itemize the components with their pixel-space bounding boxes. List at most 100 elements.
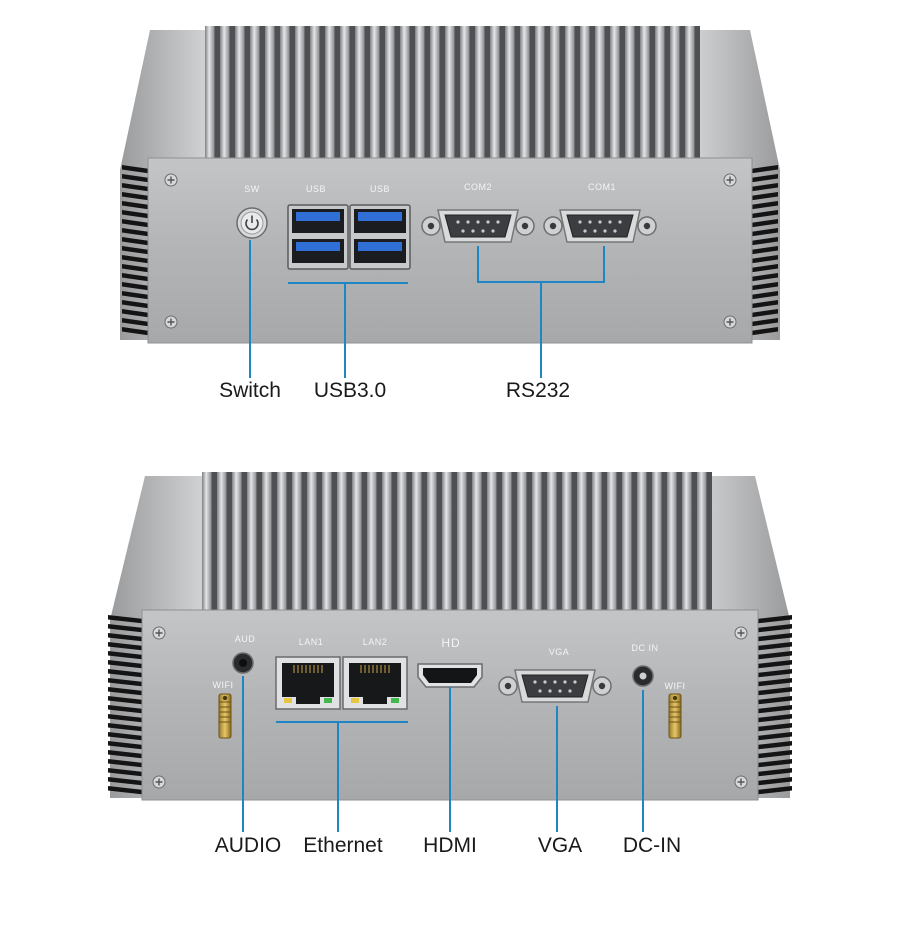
heatsink-gap bbox=[454, 26, 460, 160]
side-fin bbox=[108, 651, 144, 660]
heatsink-fin bbox=[232, 472, 242, 612]
heatsink-fin bbox=[625, 26, 635, 160]
heatsink-fin bbox=[277, 472, 287, 612]
heatsink-fin bbox=[667, 472, 677, 612]
side-fin bbox=[108, 759, 144, 768]
heatsink-fin bbox=[370, 26, 380, 160]
side-fin bbox=[756, 642, 792, 651]
heatsink-gap bbox=[391, 472, 397, 612]
side-fin bbox=[756, 678, 792, 687]
silk-label-hdmi: HD bbox=[441, 636, 460, 650]
wifi-antenna-right[interactable] bbox=[668, 693, 682, 739]
heatsink-fin bbox=[685, 26, 695, 160]
side-fin bbox=[750, 192, 778, 201]
ethernet-leader-line bbox=[276, 721, 408, 832]
heatsink-fin bbox=[355, 26, 365, 160]
heatsink-gap bbox=[541, 472, 547, 612]
side-fin bbox=[750, 282, 778, 291]
usb-port-2[interactable] bbox=[349, 204, 411, 270]
audio-jack[interactable] bbox=[232, 652, 254, 674]
heatsink-gap bbox=[244, 26, 250, 160]
heatsink-fin bbox=[352, 472, 362, 612]
heatsink-gap bbox=[436, 472, 442, 612]
screw-icon bbox=[723, 315, 737, 329]
hdmi-port[interactable] bbox=[417, 663, 483, 688]
wifi-antenna-left[interactable] bbox=[218, 693, 232, 739]
silk-label-usb-2: USB bbox=[370, 184, 390, 194]
heatsink-fin bbox=[562, 472, 572, 612]
side-fin bbox=[756, 732, 792, 741]
heatsink-gap bbox=[406, 472, 412, 612]
heatsink-gap bbox=[304, 26, 310, 160]
heatsink-fin bbox=[415, 26, 425, 160]
silk-label-lan-2: LAN2 bbox=[363, 637, 388, 647]
side-fin bbox=[108, 786, 144, 795]
side-fin bbox=[108, 624, 144, 633]
side-fin bbox=[750, 228, 778, 237]
heatsink-gap bbox=[319, 26, 325, 160]
side-fin bbox=[108, 642, 144, 651]
side-fin bbox=[756, 660, 792, 669]
lan2-ethernet-port[interactable] bbox=[342, 656, 408, 710]
heatsink-fin bbox=[547, 472, 557, 612]
side-fin bbox=[122, 237, 150, 246]
power-switch[interactable] bbox=[236, 207, 268, 239]
callout-switch: Switch bbox=[219, 379, 281, 402]
heatsink-fin bbox=[505, 26, 515, 160]
bottom-heatsink-fins bbox=[202, 472, 712, 612]
heatsink-gap bbox=[619, 26, 625, 160]
heatsink-gap bbox=[376, 472, 382, 612]
side-fin bbox=[756, 615, 792, 624]
side-fin bbox=[108, 660, 144, 669]
side-fin bbox=[756, 768, 792, 777]
top-left-side-fins bbox=[122, 165, 150, 336]
lan1-ethernet-port[interactable] bbox=[275, 656, 341, 710]
heatsink-fin bbox=[550, 26, 560, 160]
side-fin bbox=[756, 696, 792, 705]
side-fin bbox=[122, 228, 150, 237]
heatsink-fin bbox=[412, 472, 422, 612]
heatsink-fin bbox=[580, 26, 590, 160]
heatsink-fin bbox=[652, 472, 662, 612]
heatsink-fin bbox=[577, 472, 587, 612]
heatsink-gap bbox=[661, 472, 667, 612]
heatsink-fin bbox=[460, 26, 470, 160]
heatsink-gap bbox=[271, 472, 277, 612]
heatsink-fin bbox=[250, 26, 260, 160]
silk-label-audio: AUD bbox=[235, 634, 256, 644]
side-fin bbox=[750, 273, 778, 282]
callout-usb: USB3.0 bbox=[314, 379, 386, 402]
bottom-right-side-fins bbox=[756, 615, 792, 795]
heatsink-fin bbox=[400, 26, 410, 160]
power-icon bbox=[245, 215, 259, 231]
heatsink-gap bbox=[364, 26, 370, 160]
heatsink-fin bbox=[520, 26, 530, 160]
heatsink-gap bbox=[379, 26, 385, 160]
heatsink-gap bbox=[424, 26, 430, 160]
side-fin bbox=[756, 687, 792, 696]
heatsink-fin bbox=[247, 472, 257, 612]
side-fin bbox=[122, 282, 150, 291]
heatsink-fin bbox=[310, 26, 320, 160]
side-fin bbox=[108, 741, 144, 750]
side-fin bbox=[756, 777, 792, 786]
heatsink-gap bbox=[451, 472, 457, 612]
side-fin bbox=[750, 219, 778, 228]
dc-in-jack[interactable] bbox=[632, 665, 654, 687]
heatsink-fin bbox=[565, 26, 575, 160]
heatsink-fin bbox=[337, 472, 347, 612]
heatsink-gap bbox=[301, 472, 307, 612]
heatsink-gap bbox=[274, 26, 280, 160]
side-fin bbox=[756, 633, 792, 642]
side-fin bbox=[122, 165, 150, 174]
heatsink-fin bbox=[220, 26, 230, 160]
heatsink-fin bbox=[595, 26, 605, 160]
usb-leader-line bbox=[288, 282, 408, 378]
heatsink-fin bbox=[217, 472, 227, 612]
heatsink-gap bbox=[586, 472, 592, 612]
side-fin bbox=[122, 300, 150, 309]
usb-port-1[interactable] bbox=[287, 204, 349, 270]
heatsink-fin bbox=[340, 26, 350, 160]
side-fin bbox=[122, 192, 150, 201]
